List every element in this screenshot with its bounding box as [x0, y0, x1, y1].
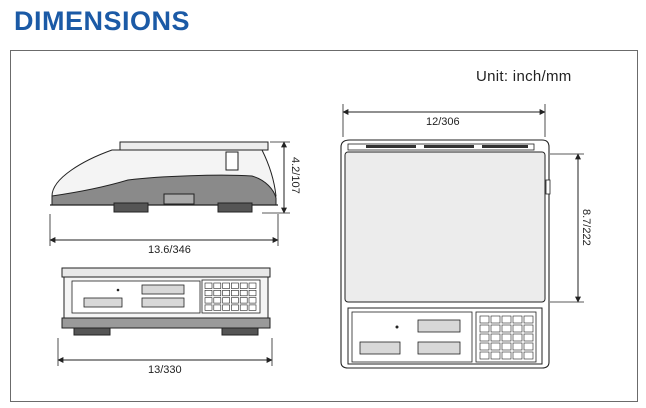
top-keypad-key: [501, 342, 512, 351]
top-keypad-key: [490, 333, 501, 342]
top-keypad-key: [523, 333, 534, 342]
front-keypad-key: [231, 289, 239, 297]
front-keypad-key: [239, 297, 248, 304]
front-display-window-1: [83, 297, 123, 308]
front-keypad-key: [204, 282, 213, 289]
top-keypad-key: [479, 342, 490, 351]
top-keypad-key: [523, 351, 534, 360]
top-keypad-key: [501, 315, 512, 324]
front-keypad-key: [204, 304, 213, 311]
top-keypad-key: [501, 333, 512, 342]
top-keypad-key: [479, 324, 490, 333]
top-keypad-key: [490, 324, 501, 333]
side-foot-left: [113, 202, 149, 213]
top-keypad-key: [523, 315, 534, 324]
top-keypad-key: [512, 342, 523, 351]
front-keypad-key: [213, 304, 222, 311]
side-port: [163, 193, 195, 205]
front-keypad-key: [213, 297, 222, 304]
page-title: DIMENSIONS: [14, 6, 191, 36]
front-keypad-key: [213, 282, 222, 289]
top-keypad-key: [490, 342, 501, 351]
side-height-label: 4.2/107: [289, 157, 301, 194]
front-keypad-key: [222, 289, 230, 297]
unit-label: Unit: inch/mm: [476, 68, 572, 85]
front-keypad-key: [248, 297, 257, 304]
side-view: 4.2/107 13.6/346: [49, 141, 301, 256]
side-post: [225, 151, 239, 171]
front-display-window-3: [141, 297, 185, 308]
front-keypad-key: [231, 297, 239, 304]
top-keypad-key: [501, 351, 512, 360]
top-keypad-key: [512, 324, 523, 333]
top-display-window-3: [417, 341, 461, 355]
top-keypad-key: [479, 333, 490, 342]
top-display-window-2: [417, 319, 461, 333]
front-keypad-key: [248, 282, 257, 289]
front-keypad-key: [222, 297, 230, 304]
front-keypad-key: [239, 304, 248, 311]
front-keypad-key: [239, 282, 248, 289]
front-keypad-key: [204, 289, 213, 297]
front-view: 13/330: [57, 267, 273, 376]
top-keypad-key: [479, 315, 490, 324]
front-base: [61, 317, 271, 329]
top-keypad-key: [479, 351, 490, 360]
front-keypad-key: [222, 304, 230, 311]
top-keypad-key: [512, 315, 523, 324]
front-keypad-key: [231, 304, 239, 311]
top-depth-label: 8.7/222: [580, 209, 592, 246]
front-platter: [61, 267, 271, 278]
front-width-label: 13/330: [148, 364, 182, 376]
side-base: [51, 174, 277, 206]
side-platter: [119, 141, 269, 151]
side-foot-right: [217, 202, 253, 213]
front-keypad-key: [222, 282, 230, 289]
top-keypad-key: [523, 342, 534, 351]
top-keypad-key: [523, 324, 534, 333]
top-width-label: 12/306: [426, 116, 460, 128]
front-keypad-key: [204, 297, 213, 304]
front-keypad-key: [213, 289, 222, 297]
drawing-frame: [10, 50, 638, 402]
top-keypad-key: [490, 351, 501, 360]
front-foot-left: [73, 327, 111, 336]
top-keypad-key: [512, 351, 523, 360]
top-view: 12/306 8.7/222: [340, 104, 592, 369]
front-keypad-key: [248, 304, 257, 311]
front-keypad-key: [231, 282, 239, 289]
front-foot-right: [221, 327, 259, 336]
side-depth-label: 13.6/346: [148, 244, 191, 256]
front-keypad-key: [248, 289, 257, 297]
top-display-window-1: [359, 341, 401, 355]
top-keypad-key: [490, 315, 501, 324]
top-platter: [344, 151, 546, 303]
top-display-area: [351, 311, 473, 363]
top-keypad-key: [501, 324, 512, 333]
front-keypad-key: [239, 289, 248, 297]
front-display-window-2: [141, 284, 185, 295]
top-keypad-key: [512, 333, 523, 342]
